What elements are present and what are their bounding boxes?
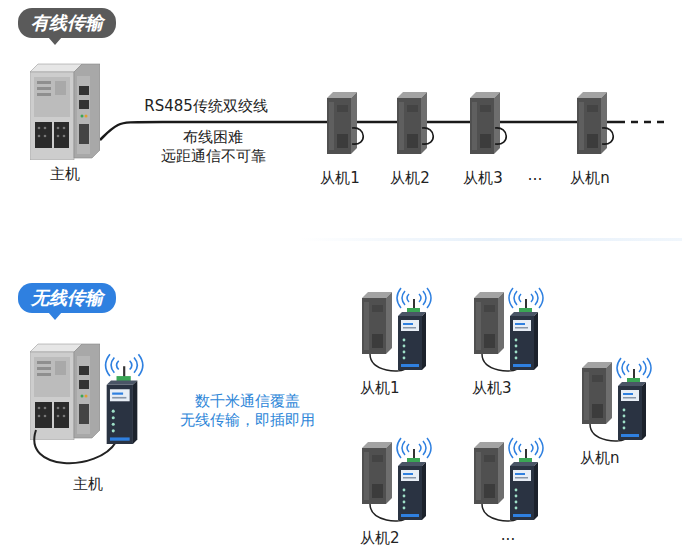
node-label: 从机3	[463, 168, 503, 188]
note-text: ...	[501, 526, 515, 545]
node-label: 有线传输	[31, 11, 103, 35]
wireless-slave	[362, 438, 431, 521]
slave-node: 从机1	[356, 284, 440, 398]
host-node: 主机	[26, 338, 150, 494]
slave-node: 从机1	[312, 90, 368, 188]
section-divider	[300, 238, 682, 241]
node-label: 从机1	[360, 378, 400, 398]
slave-node: 从机3	[468, 284, 552, 398]
slave-node: 从机3	[455, 90, 511, 188]
plc-host	[30, 344, 100, 440]
note-text: …	[528, 166, 543, 185]
wireless-slave	[474, 288, 543, 371]
node-label: 从机1	[320, 168, 360, 188]
wireless-module	[106, 354, 143, 444]
plc-host	[30, 64, 100, 160]
section-tag: 无线传输	[18, 283, 116, 313]
note-text: 数千米通信覆盖 无线传输，即插即用	[172, 392, 322, 430]
slave-node: 从机n	[562, 90, 618, 188]
node-label: 无线传输	[31, 286, 103, 310]
note-text: 布线困难 远距通信不可靠	[156, 128, 270, 166]
bus-wire	[511, 121, 562, 124]
node-label: 主机	[73, 474, 103, 494]
bus-continuation	[618, 121, 670, 124]
node-label: 从机2	[360, 528, 400, 548]
node-label: 从机3	[472, 378, 512, 398]
section-tag: 有线传输	[18, 8, 116, 38]
bus-wire	[438, 121, 455, 124]
wire-loop	[352, 128, 613, 144]
host-cable	[34, 430, 116, 463]
node-label: 从机n	[570, 168, 610, 188]
bus-wire	[368, 121, 382, 124]
host-node: 主机	[30, 62, 100, 184]
node-label: 从机2	[390, 168, 430, 188]
wireless-slave	[582, 358, 651, 441]
edge-label: RS485传统双绞线	[142, 96, 270, 116]
wireless-slave	[474, 438, 543, 521]
node-label: 主机	[50, 164, 80, 184]
wireless-slave	[362, 288, 431, 371]
node-label: 从机n	[580, 448, 620, 468]
slave-node: 从机n	[576, 354, 660, 468]
slave-node: 从机2	[382, 90, 438, 188]
bus-wire	[312, 121, 618, 124]
slave-node: 从机2	[356, 434, 440, 548]
